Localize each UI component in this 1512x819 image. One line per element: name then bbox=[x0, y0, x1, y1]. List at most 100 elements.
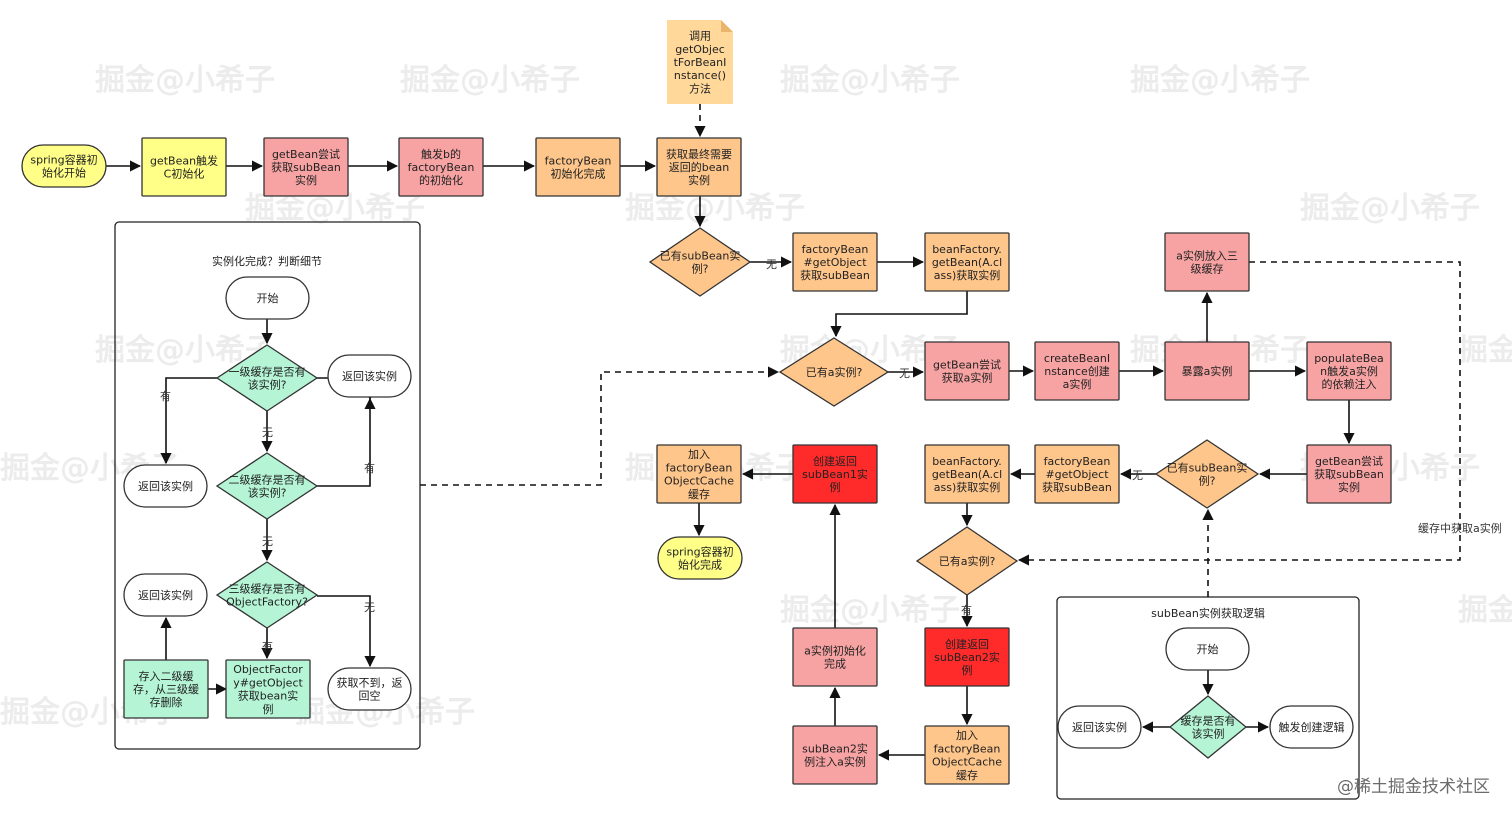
label-yes-1: 有 bbox=[961, 603, 972, 617]
node-label: 开始 bbox=[1197, 642, 1219, 656]
node-label: 返回该实例 bbox=[138, 479, 193, 493]
node-r-trigger: 触发创建逻辑 bbox=[1269, 705, 1354, 749]
node-shape bbox=[1164, 232, 1250, 292]
node-shape bbox=[1164, 341, 1250, 401]
watermark-text: 掘金@小希子 bbox=[1300, 191, 1480, 226]
node-l-start: 开始 bbox=[225, 276, 310, 320]
label-no-2: 无 bbox=[899, 367, 910, 380]
node-shape bbox=[792, 232, 878, 292]
edge-arrow bbox=[420, 366, 780, 486]
node-shape bbox=[225, 276, 310, 320]
node-label: 返回该实例 bbox=[138, 588, 193, 602]
node-end: spring容器初始化完成 bbox=[657, 536, 743, 580]
label-left-yes-3: 有 bbox=[262, 639, 273, 653]
node-getbean-a: getBean尝试获取a实例 bbox=[924, 341, 1010, 401]
node-a-to-l3: a实例放入三级缓存 bbox=[1164, 232, 1250, 292]
node-shape bbox=[215, 344, 319, 412]
watermark-text: 掘金@小希子 bbox=[1130, 63, 1310, 98]
node-l-q2: 二级缓存是否有该实例? bbox=[215, 452, 319, 520]
watermark-text: 掘金@小希子 bbox=[780, 63, 960, 98]
node-start: spring容器初始化开始 bbox=[21, 144, 107, 188]
node-shape bbox=[1034, 444, 1120, 504]
node-shape bbox=[21, 144, 107, 188]
node-shape bbox=[327, 667, 412, 711]
node-r-q: 缓存是否有该实例 bbox=[1168, 695, 1248, 759]
node-label: 已有a实例? bbox=[806, 365, 863, 379]
watermark-layer: 掘金@小希子掘金@小希子掘金@小希子掘金@小希子掘金@小希子掘金@小希子掘金@小… bbox=[0, 63, 1512, 730]
label-left-yes-1: 有 bbox=[160, 389, 171, 403]
label-left-no-3: 无 bbox=[364, 601, 375, 614]
node-label: 一级缓存是否有该实例? bbox=[229, 364, 306, 391]
node-label: 缓存是否有该实例 bbox=[1181, 713, 1236, 740]
node-has-sub1: 已有subBean实例? bbox=[648, 227, 752, 297]
footer-watermark: @稀土掘金技术社区 bbox=[1337, 777, 1490, 797]
node-label: spring容器初始化开始 bbox=[30, 152, 97, 179]
node-r-start: 开始 bbox=[1165, 627, 1250, 671]
node-shape bbox=[667, 20, 733, 104]
watermark-text: 掘金@小希子 bbox=[625, 191, 805, 226]
node-shape bbox=[535, 137, 621, 197]
node-shape bbox=[215, 452, 319, 520]
left-panel-title: 实例化完成？判断细节 bbox=[212, 254, 322, 268]
node-label: 已有a实例? bbox=[939, 554, 996, 568]
node-shape bbox=[1306, 341, 1392, 401]
node-label: 触发创建逻辑 bbox=[1279, 720, 1345, 734]
edge-layer bbox=[106, 104, 1461, 761]
node-label: 获取不到，返回空 bbox=[337, 676, 403, 702]
node-shape bbox=[398, 137, 484, 197]
node-shape bbox=[656, 137, 742, 197]
node-r-ret: 返回该实例 bbox=[1057, 705, 1142, 749]
node-shape bbox=[123, 659, 209, 719]
node-shape bbox=[778, 337, 890, 407]
node-label: a实例放入三级缓存 bbox=[1176, 248, 1238, 275]
node-shape bbox=[924, 627, 1010, 687]
node-l-none: 获取不到，返回空 bbox=[327, 667, 412, 711]
node-shape bbox=[1306, 444, 1392, 504]
node-shape bbox=[1165, 627, 1250, 671]
node-shape bbox=[915, 526, 1019, 596]
label-cache-get-a: 缓存中获取a实例 bbox=[1418, 521, 1502, 535]
node-shape bbox=[1269, 705, 1354, 749]
watermark-text: 掘金@小希子 bbox=[95, 63, 275, 98]
watermark-text: 掘金@小希子 bbox=[780, 593, 960, 628]
node-shape bbox=[1034, 341, 1120, 401]
node-shape bbox=[327, 354, 412, 398]
node-shape bbox=[1168, 695, 1248, 759]
edge-arrow bbox=[317, 397, 376, 487]
node-label: 暴露a实例 bbox=[1182, 364, 1233, 378]
label-left-no-2: 无 bbox=[262, 535, 273, 548]
watermark-text: 掘金@小希子 bbox=[1458, 333, 1512, 368]
node-label: getBean尝试获取a实例 bbox=[933, 358, 1001, 384]
node-label: 二级缓存是否有该实例? bbox=[229, 472, 306, 499]
right-panel-title: subBean实例获取逻辑 bbox=[1151, 606, 1265, 620]
node-shape bbox=[792, 725, 878, 785]
node-shape bbox=[225, 659, 311, 719]
node-has-a1: 已有a实例? bbox=[778, 337, 890, 407]
label-no-1: 无 bbox=[766, 258, 777, 271]
node-label: 已有subBean实例? bbox=[1167, 460, 1248, 487]
